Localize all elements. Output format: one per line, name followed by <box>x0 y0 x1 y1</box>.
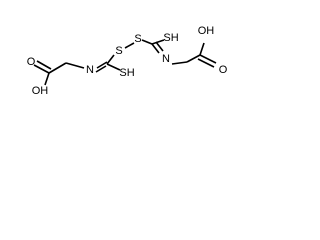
bond-s-s <box>124 42 135 49</box>
bond-c3-sh-top <box>151 39 165 45</box>
bond-c4-o-double-a <box>199 54 217 64</box>
bond-n-right-ch2 <box>171 61 188 65</box>
atom-n-left: N <box>86 64 94 76</box>
bond-n-left-c2-a <box>96 61 108 69</box>
bond-s-right-c3 <box>141 39 153 45</box>
bond-oh-c1 <box>44 72 50 86</box>
atom-sh-left: SH <box>119 67 134 79</box>
bond-c2-s-left <box>106 54 115 65</box>
atom-label-layer: OH O N SH S S SH N OH O <box>27 25 228 97</box>
bond-c2-sh-left <box>106 63 121 71</box>
bond-c3-n-right-b <box>155 41 164 52</box>
bond-c4-o-double-b <box>197 58 215 68</box>
atom-sh-top: SH <box>163 32 178 44</box>
atom-oh-left: OH <box>32 85 49 97</box>
bond-c1-ch2 <box>48 62 67 74</box>
atom-oh-right: OH <box>198 25 215 37</box>
atom-s-left: S <box>115 45 122 57</box>
bond-layer <box>33 39 217 86</box>
atom-s-right: S <box>134 33 141 45</box>
bond-ch2-n-left <box>65 62 85 69</box>
atom-o-right: O <box>219 64 228 76</box>
atom-n-right: N <box>162 53 170 65</box>
bond-ch2-c4 <box>186 54 201 63</box>
bond-c1-o-double-a <box>33 64 50 74</box>
bond-c1-o-double-b <box>36 60 52 70</box>
bond-n-left-c2-b <box>95 65 107 73</box>
atom-o-left: O <box>27 56 36 68</box>
bond-c3-n-right-a <box>151 43 160 54</box>
bond-c4-oh <box>199 42 205 56</box>
chemical-structure: OH O N SH S S SH N OH O <box>27 25 228 97</box>
